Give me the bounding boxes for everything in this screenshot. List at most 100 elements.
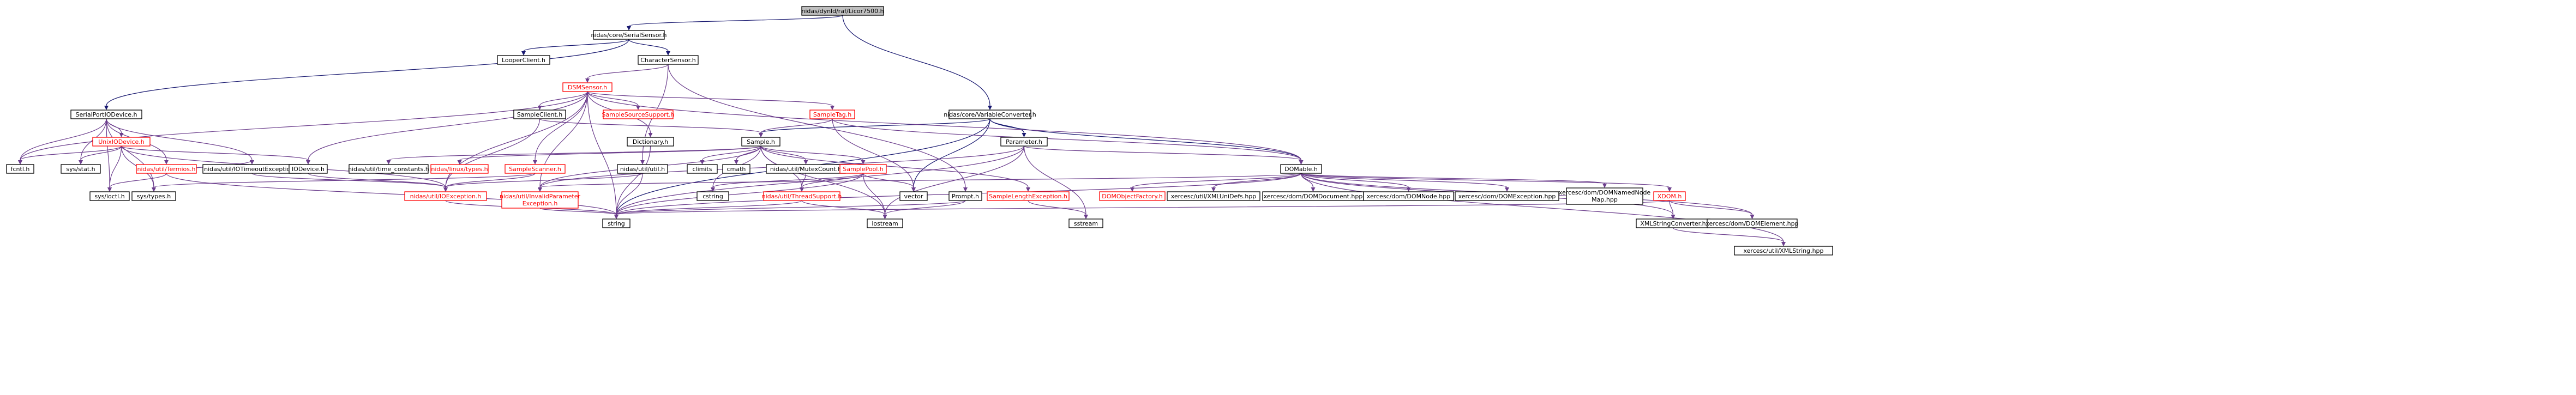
node-domobjectfactory[interactable]: DOMObjectFactory.h [1099, 191, 1166, 201]
node-samplesourcesupport[interactable]: SampleSourceSupport.h [602, 110, 675, 119]
node-dictionary[interactable]: Dictionary.h [627, 137, 674, 147]
node-iostream[interactable]: iostream [867, 218, 903, 228]
node-ioexception[interactable]: nidas/util/IOException.h [404, 191, 487, 201]
node-label-iodevice: IODevice.h [292, 166, 325, 173]
node-xmlstring[interactable]: xercesc/util/XMLString.hpp [1734, 246, 1833, 256]
node-termios[interactable]: nidas/util/Termios.h [136, 164, 197, 174]
arrowhead-threadsupport-to-iostream [882, 215, 887, 219]
node-box-dsmsensor [562, 82, 613, 92]
node-systypes[interactable]: sys/types.h [131, 191, 176, 201]
arrowhead-serialsensor-to-looperclient [521, 51, 526, 56]
node-variableconverter[interactable]: nidas/core/VariableConverter.h [944, 110, 1036, 119]
arrowhead-samplepool-to-cstring [711, 187, 715, 192]
node-cstring[interactable]: cstring [696, 191, 729, 201]
node-unixiodevice[interactable]: UnixIODevice.h [92, 137, 151, 147]
node-timeconstants[interactable]: nidas/util/time_constants.h [348, 164, 429, 174]
node-sampleclient[interactable]: SampleClient.h [513, 110, 566, 119]
node-label-ioexception: nidas/util/IOException.h [410, 193, 482, 200]
node-iodevice[interactable]: IODevice.h [289, 164, 328, 174]
node-box-iodevice [289, 164, 328, 174]
node-box-domexception [1455, 191, 1559, 201]
edge-domable-to-xmlstring [1300, 173, 1784, 242]
node-domnode[interactable]: xercesc/dom/DOMNode.hpp [1363, 191, 1454, 201]
node-xmlstringconverter[interactable]: XMLStringConverter.h [1636, 218, 1710, 228]
node-box-domable [1280, 164, 1322, 174]
node-iotimeoutexception[interactable]: nidas/util/IOTimeoutException.h [202, 164, 302, 174]
arrowhead-charactersensor-to-dsmsensor [585, 78, 590, 83]
node-domelement[interactable]: xercesc/dom/DOMElement.hpp [1706, 218, 1799, 228]
node-label-threadsupport: nidas/util/ThreadSupport.h [762, 193, 842, 200]
edge-prompt-to-string [616, 200, 966, 215]
arrowhead-sample-to-samplelengthexception [1026, 187, 1030, 192]
node-root[interactable]: nidas/dynld/raf/Licor7500.h [801, 6, 884, 16]
node-box-parameter [1000, 137, 1048, 147]
edge-prompt-to-iostream [884, 200, 966, 215]
node-samplepool[interactable]: SamplePool.h [839, 164, 887, 174]
node-serialportiodevice[interactable]: SerialPortIODevice.h [70, 110, 142, 119]
node-domable[interactable]: DOMable.h [1280, 164, 1322, 174]
node-samplelengthexception[interactable]: SampleLengthException.h [987, 191, 1070, 201]
edge-xdom-to-xmlstringconverter [1669, 200, 1674, 215]
node-box-samplelengthexception [987, 191, 1070, 201]
edge-samplepool-to-iostream [862, 173, 886, 215]
node-box-sysstat [61, 164, 101, 174]
arrowhead-serialsensor-to-serialportiodevice [104, 106, 109, 110]
node-box-fcntl [6, 164, 34, 174]
node-linuxtypes[interactable]: nidas/linux/types.h [430, 164, 489, 174]
node-box-serialsensor [593, 30, 665, 40]
node-fcntl[interactable]: fcntl.h [6, 164, 34, 174]
node-label-invalidparameter-line1: nidas/util/InvalidParameter [500, 193, 581, 200]
edge-domable-to-domnode [1300, 173, 1409, 188]
node-sampletag[interactable]: SampleTag.h [809, 110, 855, 119]
edge-domable-to-domexception [1300, 173, 1508, 188]
node-samplescanner[interactable]: SampleScanner.h [505, 164, 566, 174]
node-utilh[interactable]: nidas/util/util.h [617, 164, 668, 174]
node-sample[interactable]: Sample.h [741, 137, 780, 147]
arrowhead-dsmsensor-to-sampleclient [537, 106, 542, 110]
node-dsmsensor[interactable]: DSMSensor.h [562, 82, 613, 92]
node-box-sstream [1068, 218, 1103, 228]
edge-samplescanner-to-ioexception [445, 173, 536, 188]
node-mutexcount[interactable]: nidas/util/MutexCount.h [766, 164, 846, 174]
arrowhead-domable-to-xdom [1667, 187, 1672, 192]
node-label-domexception: xercesc/dom/DOMException.hpp [1458, 193, 1556, 200]
node-domexception[interactable]: xercesc/dom/DOMException.hpp [1455, 191, 1559, 201]
arrowhead-dsmsensor-to-samplescanner [533, 160, 537, 165]
node-cmath[interactable]: cmath [722, 164, 750, 174]
node-label-samplescanner: SampleScanner.h [509, 166, 561, 173]
edge-parameter-to-string [616, 145, 1025, 215]
node-sstream[interactable]: sstream [1068, 218, 1103, 228]
node-climits[interactable]: climits [687, 164, 718, 174]
node-label-variableconverter: nidas/core/VariableConverter.h [944, 111, 1036, 118]
node-charactersensor[interactable]: CharacterSensor.h [638, 55, 699, 65]
node-box-sample [741, 137, 780, 147]
node-box-linuxtypes [430, 164, 489, 174]
arrowhead-unixiodevice-to-iodevice [306, 160, 310, 165]
edge-variableconverter-to-parameter [989, 118, 1025, 133]
node-threadsupport[interactable]: nidas/util/ThreadSupport.h [762, 191, 842, 201]
node-looperclient[interactable]: LooperClient.h [497, 55, 550, 65]
node-serialsensor[interactable]: nidas/core/SerialSensor.h [591, 30, 667, 40]
node-prompt[interactable]: Prompt.h [948, 191, 982, 201]
node-vector[interactable]: vector [899, 191, 928, 201]
node-string[interactable]: string [602, 218, 631, 228]
node-xdom[interactable]: XDOM.h [1653, 191, 1686, 201]
edge-unixiodevice-to-sysstat [80, 145, 122, 161]
edge-samplepool-to-string [616, 173, 864, 215]
edge-samplescanner-to-systypes [153, 173, 536, 188]
node-domdocument[interactable]: xercesc/dom/DOMDocument.hpp [1262, 191, 1364, 201]
node-label-samplepool: SamplePool.h [843, 166, 883, 173]
node-box-sampleclient [513, 110, 566, 119]
node-box-domobjectfactory [1099, 191, 1166, 201]
edge-sample-to-climits [701, 145, 761, 161]
node-label-domnamednodemap-line1: xercesc/dom/DOMNamedNode [1559, 189, 1651, 196]
node-xmllinkdefs[interactable]: xercesc/util/XMLUniDefs.hpp [1167, 191, 1260, 201]
node-sysioctl[interactable]: sys/ioctl.h [89, 191, 130, 201]
node-box-sampletag [809, 110, 855, 119]
node-sysstat[interactable]: sys/stat.h [61, 164, 101, 174]
node-label-utilh: nidas/util/util.h [620, 166, 665, 173]
node-parameter[interactable]: Parameter.h [1000, 137, 1048, 147]
